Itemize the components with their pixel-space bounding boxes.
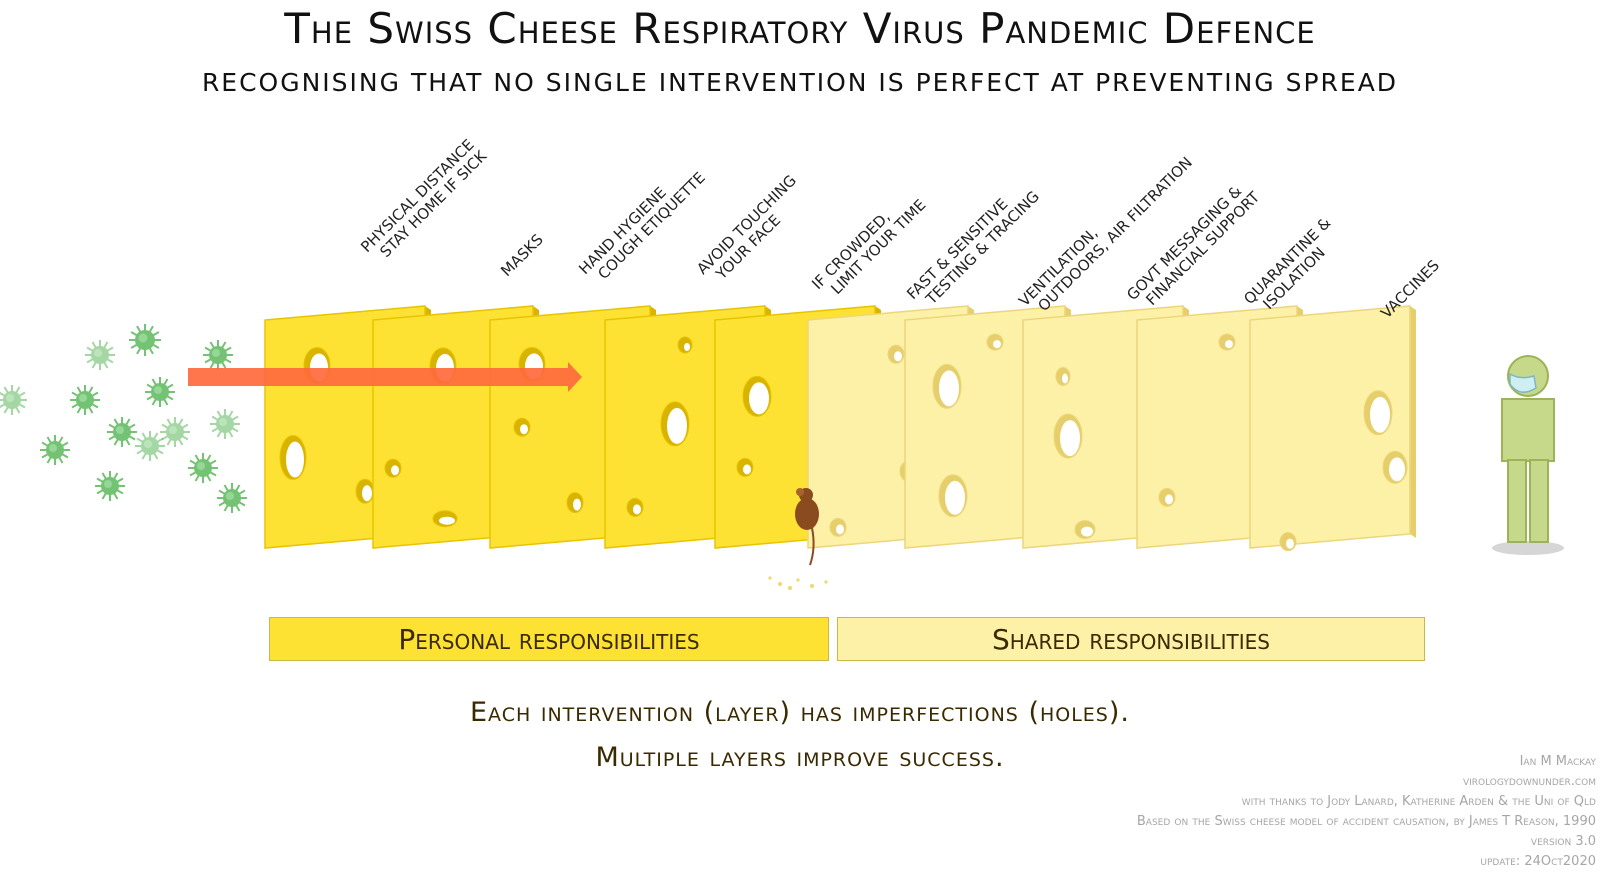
credit-basis: Based on the Swiss cheese model of accid… <box>1136 814 1596 829</box>
credit-version: version 3.0 <box>1530 834 1596 849</box>
mask-icon <box>1509 372 1537 393</box>
page-subtitle: Recognising that no single intervention … <box>201 68 1399 97</box>
shared-responsibilities-label: Shared responsibilities <box>991 622 1271 656</box>
virus-icon <box>145 377 175 407</box>
credit-update: update: 24Oct2020 <box>1480 854 1596 869</box>
caption-line-2: Multiple layers improve success. <box>595 742 1005 773</box>
caption-line-1: Each intervention (layer) has imperfecti… <box>470 697 1130 728</box>
virus-icon <box>203 340 233 370</box>
arrow-icon <box>188 362 582 392</box>
virus-icon <box>135 431 165 461</box>
virus-icon <box>85 340 115 370</box>
credits: Ian M Mackay virologydownunder.com with … <box>1137 752 1596 872</box>
virus-icon <box>40 435 70 465</box>
virus-icon <box>70 385 100 415</box>
person-icon <box>1492 355 1564 555</box>
virus-icon <box>107 417 137 447</box>
virus-icon <box>217 483 247 513</box>
credit-author: Ian M Mackay <box>1519 754 1596 769</box>
virus-icon <box>210 409 240 439</box>
virus-icon <box>160 417 190 447</box>
personal-responsibilities-band: Personal responsibilities <box>269 617 829 661</box>
virus-icon <box>129 324 161 356</box>
virus-icon <box>0 385 27 415</box>
shared-responsibilities-band: Shared responsibilities <box>837 617 1425 661</box>
cheese-layer <box>1249 305 1416 552</box>
cheese-layers <box>264 305 1416 552</box>
page-title: The Swiss Cheese Respiratory Virus Pande… <box>284 4 1316 53</box>
credit-thanks: with thanks to Jody Lanard, Katherine Ar… <box>1241 794 1596 809</box>
credit-site: virologydownunder.com <box>1462 774 1596 789</box>
mouse-icon <box>768 488 828 590</box>
virus-icon <box>188 453 218 483</box>
virus-icon <box>95 471 125 501</box>
personal-responsibilities-label: Personal responsibilities <box>398 622 700 656</box>
